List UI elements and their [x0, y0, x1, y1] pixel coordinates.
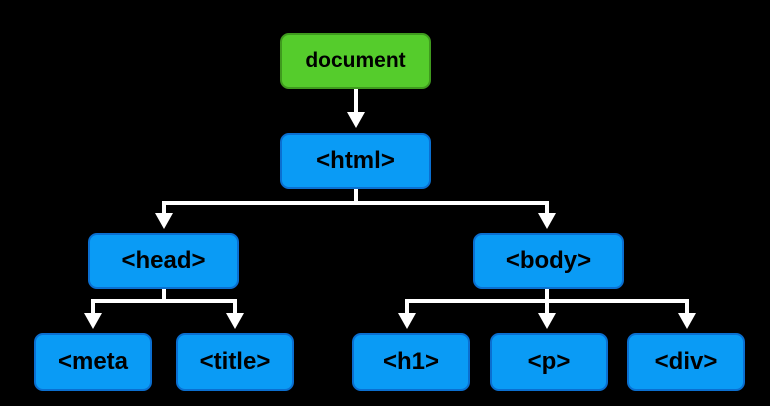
node-p: <p> — [490, 333, 608, 391]
node-document: document — [280, 33, 431, 89]
edge-document-html — [347, 89, 365, 128]
edge-head-children — [84, 289, 244, 329]
node-meta: <meta — [34, 333, 152, 391]
node-h1: <h1> — [352, 333, 470, 391]
node-div: <div> — [627, 333, 745, 391]
edge-body-children — [398, 289, 696, 329]
edge-html-children — [155, 189, 556, 229]
node-html: <html> — [280, 133, 431, 189]
node-head: <head> — [88, 233, 239, 289]
node-title: <title> — [176, 333, 294, 391]
node-body: <body> — [473, 233, 624, 289]
